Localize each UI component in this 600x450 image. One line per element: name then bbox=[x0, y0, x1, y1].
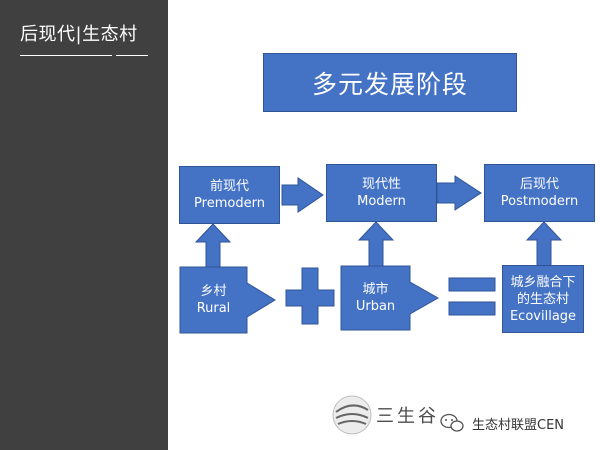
rural-box: 乡村 Rural bbox=[180, 267, 247, 333]
right-arrow-2 bbox=[436, 175, 482, 211]
premodern-label-cn: 前现代 bbox=[209, 179, 249, 194]
ecovillage-box: 城乡融合下 的生态村 Ecovillage bbox=[502, 265, 584, 333]
logo-text: 三生谷 bbox=[376, 406, 439, 427]
modern-label-cn: 现代性 bbox=[361, 177, 401, 192]
up-arrow-2 bbox=[357, 221, 395, 267]
sidebar-title: 后现代|生态村 bbox=[20, 24, 138, 45]
wechat-account-name: 生态村联盟CEN bbox=[472, 418, 565, 433]
urban-box-shape bbox=[340, 265, 440, 331]
modern-label-en: Modern bbox=[357, 194, 406, 209]
up-arrow-3 bbox=[525, 221, 563, 267]
equals-bar-top bbox=[448, 277, 496, 292]
ecovillage-label-cn-1: 城乡融合下 bbox=[510, 274, 576, 290]
modern-box: 现代性 Modern bbox=[326, 164, 437, 222]
stage-title-box: 多元发展阶段 bbox=[263, 53, 517, 112]
sidebar-divider-right bbox=[116, 55, 148, 56]
urban-box: 城市 Urban bbox=[341, 266, 410, 330]
rural-label-cn: 乡村 bbox=[200, 284, 227, 299]
ecovillage-label-en: Ecovillage bbox=[509, 308, 577, 324]
rural-label-en: Rural bbox=[196, 301, 231, 316]
equals-bar-bottom bbox=[448, 301, 496, 316]
premodern-box: 前现代 Premodern bbox=[179, 166, 280, 224]
up-arrow-1 bbox=[194, 223, 232, 268]
sanshenggu-logo-icon bbox=[332, 395, 372, 435]
rural-box-shape bbox=[179, 266, 276, 334]
urban-label-en: Urban bbox=[355, 299, 396, 314]
premodern-label-en: Premodern bbox=[194, 196, 265, 211]
plus-sign bbox=[285, 267, 335, 325]
urban-label-cn: 城市 bbox=[362, 282, 389, 297]
postmodern-label-cn: 后现代 bbox=[519, 177, 559, 192]
right-arrow-1 bbox=[281, 177, 324, 213]
sidebar-divider-left bbox=[20, 55, 112, 56]
stage-title: 多元发展阶段 bbox=[311, 69, 468, 99]
postmodern-box: 后现代 Postmodern bbox=[484, 164, 595, 222]
wechat-icon bbox=[440, 413, 464, 432]
sidebar: 后现代|生态村 bbox=[0, 0, 168, 450]
postmodern-label-en: Postmodern bbox=[500, 194, 579, 209]
ecovillage-label-cn-2: 的生态村 bbox=[516, 291, 569, 307]
